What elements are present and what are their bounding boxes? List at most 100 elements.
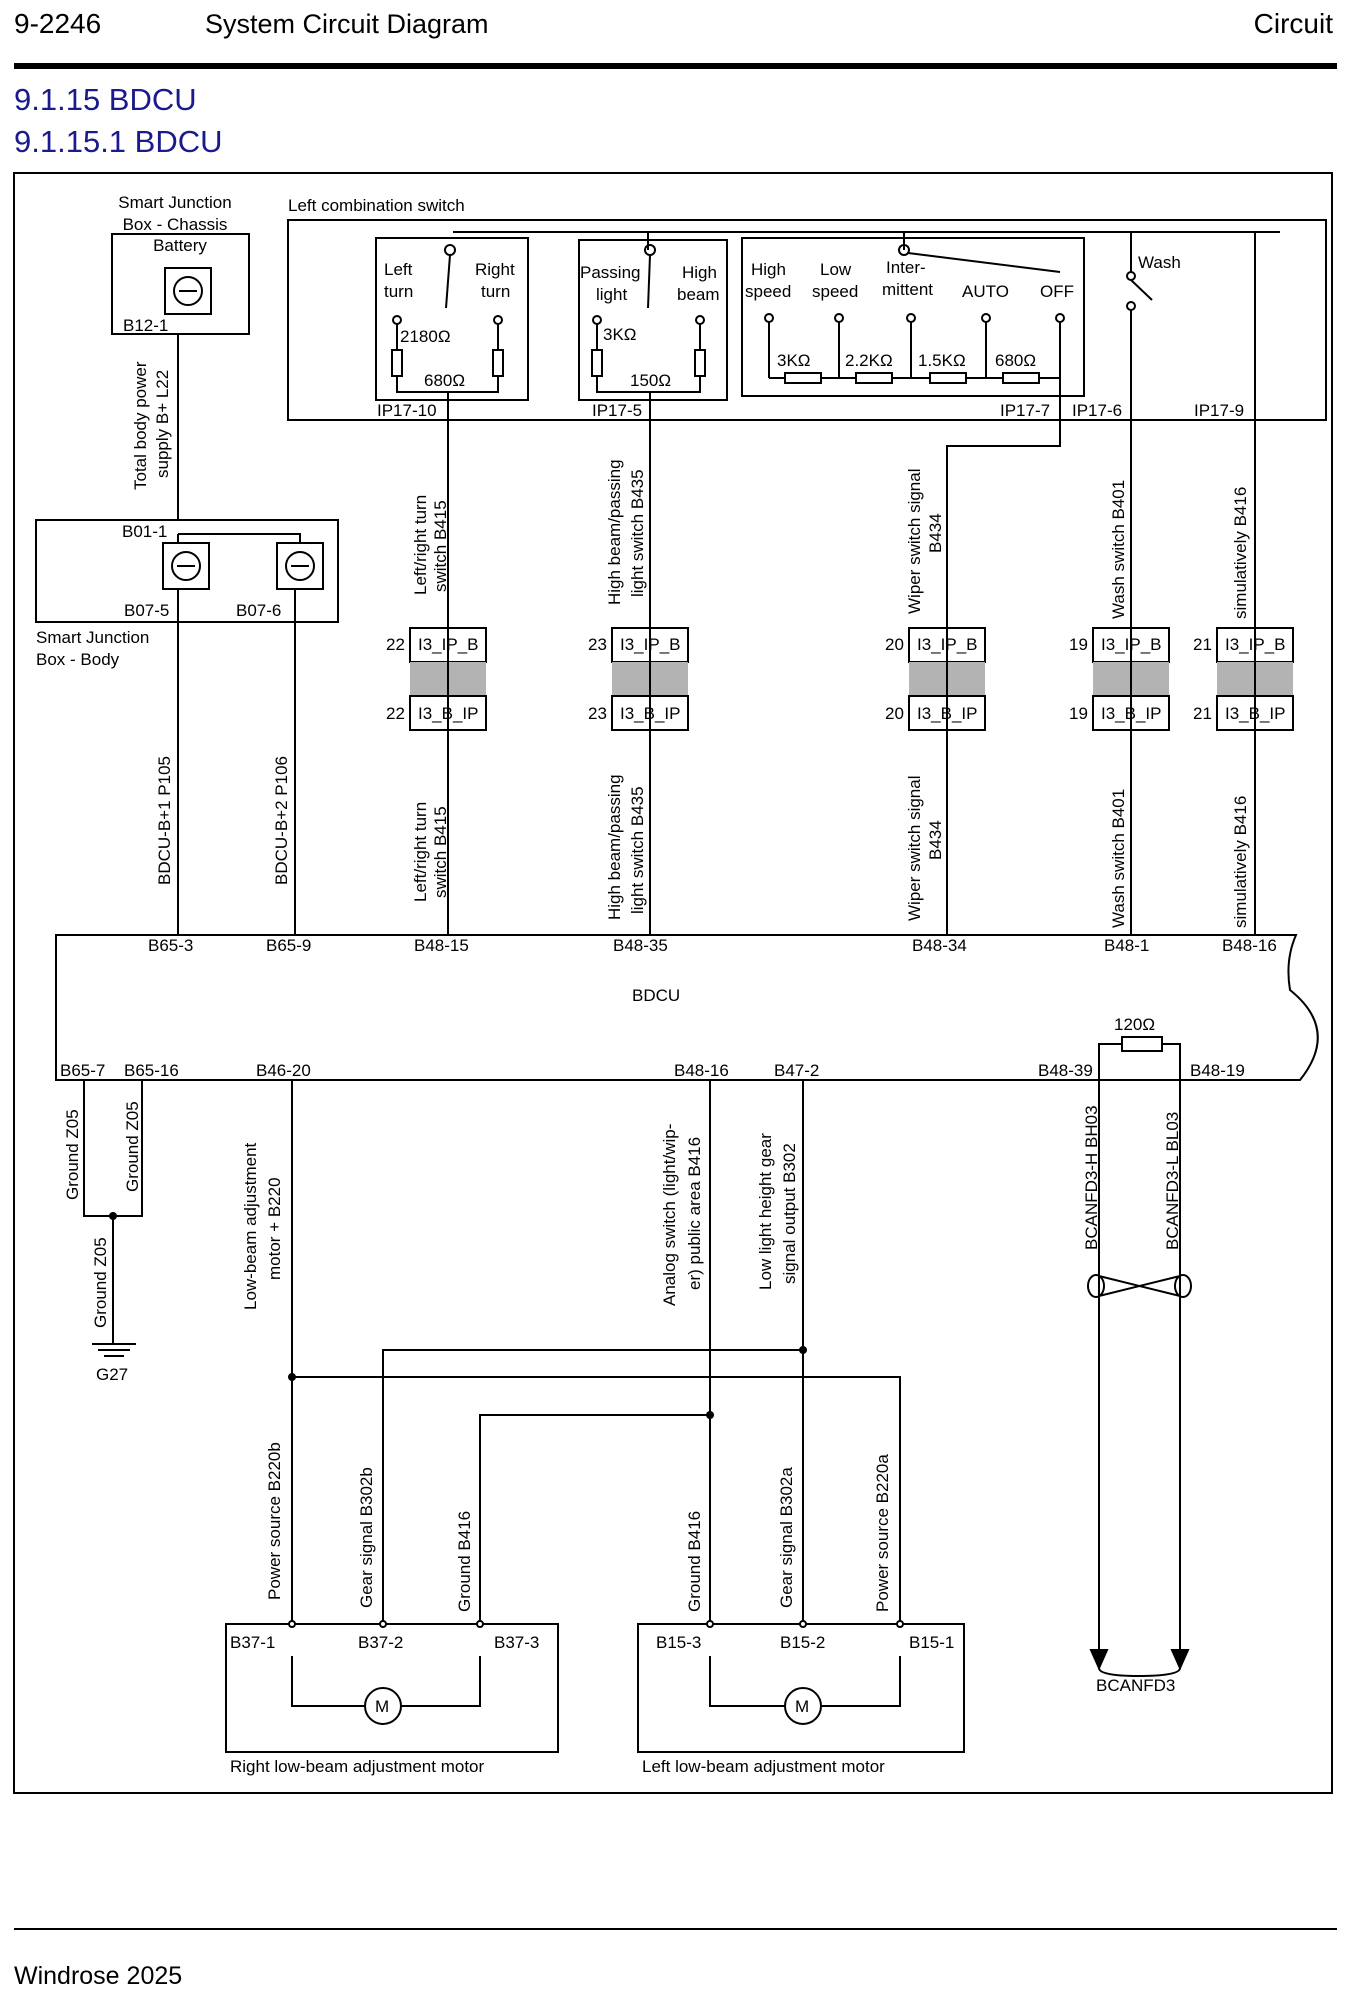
left-motor-wire-1: Ground B416 bbox=[685, 1511, 704, 1612]
bdcu-name: BDCU bbox=[632, 986, 680, 1005]
wiper-int-label-2: mittent bbox=[882, 280, 933, 299]
wiper-int-label-1: Inter- bbox=[886, 258, 926, 277]
wiper-ls-label-1: Low bbox=[820, 260, 852, 279]
bdcu-resistor-label: 120Ω bbox=[1114, 1015, 1155, 1034]
pin-ip17-5: IP17-5 bbox=[592, 401, 642, 420]
connector-top-label: I3_IP_B bbox=[1225, 635, 1286, 654]
left-motor-wire-3: Power source B220a bbox=[873, 1454, 892, 1612]
sjb-chassis-pin: B12-1 bbox=[123, 316, 168, 335]
net-power bbox=[292, 1376, 901, 1624]
wiper-hs-label-2: speed bbox=[745, 282, 791, 301]
heading-subsection: 9.1.15.1 BDCU bbox=[14, 124, 223, 159]
connector-number: 21 bbox=[1193, 635, 1212, 654]
beam-high-label-1: High bbox=[682, 263, 717, 282]
right-motor-wire-3: Ground B416 bbox=[455, 1511, 474, 1612]
wire-b416-low-label: simulatively B416 bbox=[1231, 796, 1250, 928]
wire-b435-label-2: light switch B435 bbox=[628, 469, 647, 597]
wiper-r3: 1.5KΩ bbox=[918, 351, 966, 370]
page-number: 9-2246 bbox=[14, 8, 102, 39]
bdcu-pin-b65-16: B65-16 bbox=[124, 1061, 179, 1080]
bdcu-pin-b48-15: B48-15 bbox=[414, 936, 469, 955]
wire-p106-label: BDCU-B+2 P106 bbox=[272, 756, 291, 885]
heading-section: 9.1.15 BDCU bbox=[14, 82, 197, 117]
connector-number: 23 bbox=[588, 635, 607, 654]
footer-rule bbox=[14, 1928, 1337, 1930]
connector-top-label: I3_IP_B bbox=[917, 635, 978, 654]
sjb-body-pin-in: B01-1 bbox=[122, 522, 167, 541]
bdcu-pin-b65-9: B65-9 bbox=[266, 936, 311, 955]
wire-b435-label-1: High beam/passing bbox=[605, 459, 624, 605]
connector-number: 21 bbox=[1193, 704, 1212, 723]
beam-pass-label-1: Passing bbox=[580, 263, 640, 282]
wire-b434-label-1: Wiper switch signal bbox=[905, 469, 924, 615]
wire-b435-low-label-2: light switch B435 bbox=[628, 786, 647, 914]
sjb-chassis-label-1: Smart Junction bbox=[118, 193, 231, 212]
connector-number: 19 bbox=[1069, 635, 1088, 654]
connector-number: 20 bbox=[885, 704, 904, 723]
wire-b302-label-2: signal output B302 bbox=[780, 1143, 799, 1284]
connector-bottom-label: I3_B_IP bbox=[418, 704, 479, 723]
wire-b415-label-1: Left/right turn bbox=[411, 495, 430, 595]
connector-number: 23 bbox=[588, 704, 607, 723]
sjb-chassis-box bbox=[111, 233, 250, 335]
sjb-chassis-label-2: Box - Chassis bbox=[123, 215, 228, 234]
wire-b435-low-label-1: High beam/passing bbox=[605, 774, 624, 920]
header-rule bbox=[14, 63, 1337, 69]
wire-b415-label-2: switch B415 bbox=[431, 500, 450, 592]
wire-b416-label: simulatively B416 bbox=[1231, 487, 1250, 619]
beam-r1: 3KΩ bbox=[603, 325, 637, 344]
bdcu-pin-b48-34: B48-34 bbox=[912, 936, 967, 955]
right-motor-wire-1: Power source B220b bbox=[265, 1442, 284, 1600]
page-footer: Windrose 2025 bbox=[14, 1928, 1337, 2008]
right-motor-pin-1: B37-1 bbox=[230, 1633, 275, 1652]
lcs-box bbox=[287, 219, 1327, 421]
ground-wire-2: Ground Z05 bbox=[123, 1101, 142, 1192]
wire-analog-label-2: er) public area B416 bbox=[685, 1137, 704, 1290]
wire-p105-label: BDCU-B+1 P105 bbox=[155, 756, 174, 885]
twisted-pair-icon bbox=[1087, 1274, 1192, 1298]
pin-ip17-7: IP17-7 bbox=[1000, 401, 1050, 420]
ground-name: G27 bbox=[96, 1365, 128, 1384]
pin-ip17-9: IP17-9 bbox=[1194, 401, 1244, 420]
connector-top-label: I3_IP_B bbox=[620, 635, 681, 654]
wiper-r2: 2.2KΩ bbox=[845, 351, 893, 370]
bdcu-pin-b65-7: B65-7 bbox=[60, 1061, 105, 1080]
turn-left-label-2: turn bbox=[384, 282, 413, 301]
diagram-frame bbox=[13, 172, 1333, 1794]
connector-bottom-label: I3_B_IP bbox=[620, 704, 681, 723]
wiper-r1: 3KΩ bbox=[777, 351, 811, 370]
wire-l22-label-1: Total body power bbox=[131, 361, 150, 490]
wire-b434-label-2: B434 bbox=[926, 513, 945, 553]
wire-b220-label-1: Low-beam adjustment bbox=[241, 1142, 260, 1310]
wire-b434-low-label-2: B434 bbox=[926, 820, 945, 860]
bdcu-pin-b48-16: B48-16 bbox=[1222, 936, 1277, 955]
fuse-icon bbox=[164, 267, 212, 315]
connector-number: 22 bbox=[386, 704, 405, 723]
right-motor-m: M bbox=[375, 1697, 389, 1716]
wire-b401-label: Wash switch B401 bbox=[1109, 480, 1128, 619]
turn-switch-box bbox=[375, 237, 529, 401]
bdcu-box bbox=[55, 934, 1319, 1081]
sjb-body-pin-a: B07-5 bbox=[124, 601, 169, 620]
sjb-chassis-fuse: Battery bbox=[153, 236, 207, 255]
wiper-ls-label-2: speed bbox=[812, 282, 858, 301]
wire-b302-label-1: Low light height gear bbox=[756, 1133, 775, 1290]
connector-top-label: I3_IP_B bbox=[418, 635, 479, 654]
wire-b434-low-label-1: Wiper switch signal bbox=[905, 776, 924, 922]
beam-high-label-2: beam bbox=[677, 285, 720, 304]
beam-switch-box bbox=[578, 239, 728, 401]
turn-left-label-1: Left bbox=[384, 260, 413, 279]
canl-arrow-icon bbox=[1170, 1649, 1190, 1671]
ground-wire-1: Ground Z05 bbox=[63, 1109, 82, 1200]
wiper-switch-box bbox=[741, 237, 1085, 397]
beam-pass-label-2: light bbox=[596, 285, 627, 304]
right-motor-box bbox=[225, 1623, 559, 1753]
connector-number: 22 bbox=[386, 635, 405, 654]
wiper-r4: 680Ω bbox=[995, 351, 1036, 370]
bdcu-pin-b48-35: B48-35 bbox=[613, 936, 668, 955]
bdcu-pin-b48-39: B48-39 bbox=[1038, 1061, 1093, 1080]
footer-brand: Windrose 2025 bbox=[14, 1962, 183, 1990]
